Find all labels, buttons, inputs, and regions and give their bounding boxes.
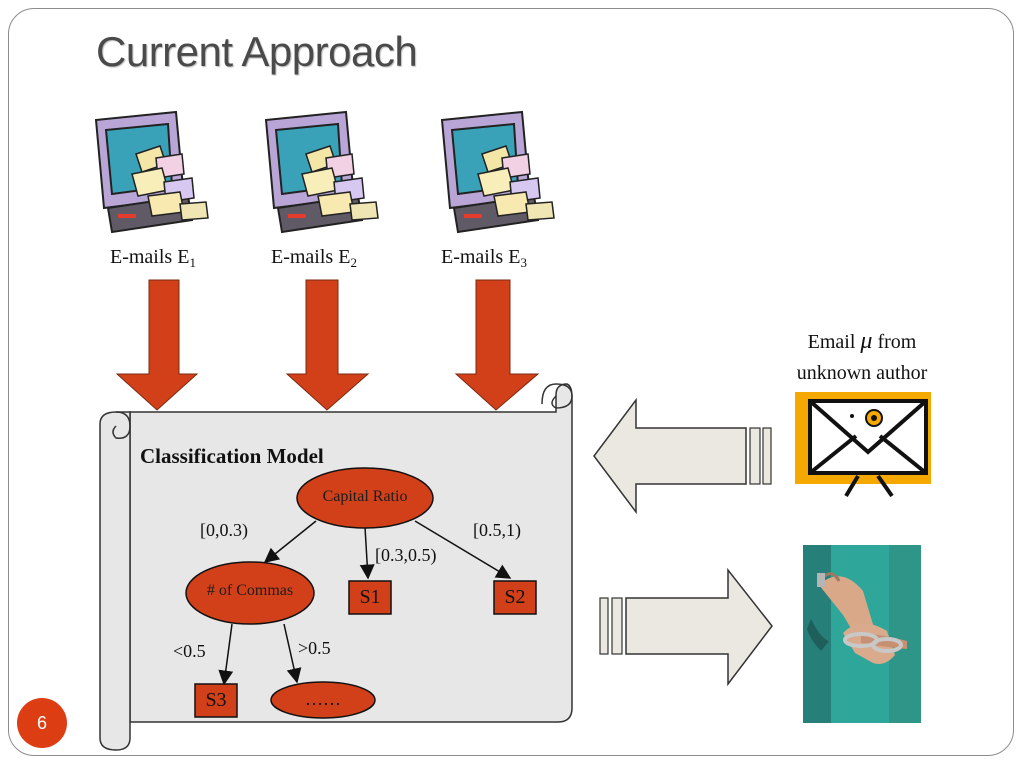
unknown-author-line-1: Email μ from xyxy=(770,326,954,358)
down-arrow-1 xyxy=(115,279,199,411)
email-set-label-3: E-mails E3 xyxy=(441,246,527,271)
computer-with-letters-icon xyxy=(94,110,209,234)
tree-edges xyxy=(218,520,512,686)
email-set-label-text: E-mails E xyxy=(110,246,190,268)
s1-node xyxy=(348,580,392,615)
slide-frame xyxy=(8,8,1014,756)
unknown-author-line-2: unknown author xyxy=(796,362,928,384)
right-hollow-arrow xyxy=(599,567,773,687)
s2-label: S2 xyxy=(504,586,526,608)
handcuffed-person-photo xyxy=(803,545,921,723)
left-hollow-arrow xyxy=(593,397,772,515)
s3-node xyxy=(194,683,238,718)
branch-label-middle: [0.3,0.5) xyxy=(375,545,437,565)
s3-label: S3 xyxy=(205,689,227,711)
unknown-author-label: Email μ from unknown author xyxy=(770,326,954,389)
email-set-label-2: E-mails E2 xyxy=(271,246,357,271)
envelope-icon xyxy=(795,392,931,498)
computer-with-letters-icon xyxy=(440,110,555,234)
slide-number: 6 xyxy=(17,698,67,748)
branch-label-left: [0,0.3) xyxy=(200,520,248,540)
email-set-subscript: 3 xyxy=(520,255,527,270)
mu-symbol: μ xyxy=(860,328,873,354)
email-set-label-text: E-mails E xyxy=(441,246,521,268)
more-label: …… xyxy=(305,689,341,709)
s1-label: S1 xyxy=(359,586,381,608)
branch-label-lt: <0.5 xyxy=(173,641,206,661)
commas-label: # of Commas xyxy=(206,582,294,599)
email-set-subscript: 2 xyxy=(350,255,357,270)
model-title: Classification Model xyxy=(140,444,324,468)
more-node xyxy=(270,681,376,719)
computer-with-letters-icon xyxy=(264,110,379,234)
unknown-author-prefix: Email xyxy=(807,331,861,353)
branch-label-gt: >0.5 xyxy=(298,638,331,658)
email-set-subscript: 1 xyxy=(189,255,196,270)
commas-node xyxy=(185,561,315,625)
down-arrow-2 xyxy=(285,279,370,411)
classification-model-scroll xyxy=(99,383,573,751)
unknown-author-suffix: from xyxy=(872,331,917,353)
email-set-label-1: E-mails E1 xyxy=(110,246,196,271)
slide-title: Current Approach xyxy=(96,28,418,75)
branch-label-right: [0.5,1) xyxy=(473,520,521,540)
capital-ratio-label: Capital Ratio xyxy=(322,488,408,505)
email-set-label-text: E-mails E xyxy=(271,246,351,268)
down-arrow-3 xyxy=(454,279,540,411)
s2-node xyxy=(493,580,537,615)
capital-ratio-node xyxy=(296,467,434,529)
